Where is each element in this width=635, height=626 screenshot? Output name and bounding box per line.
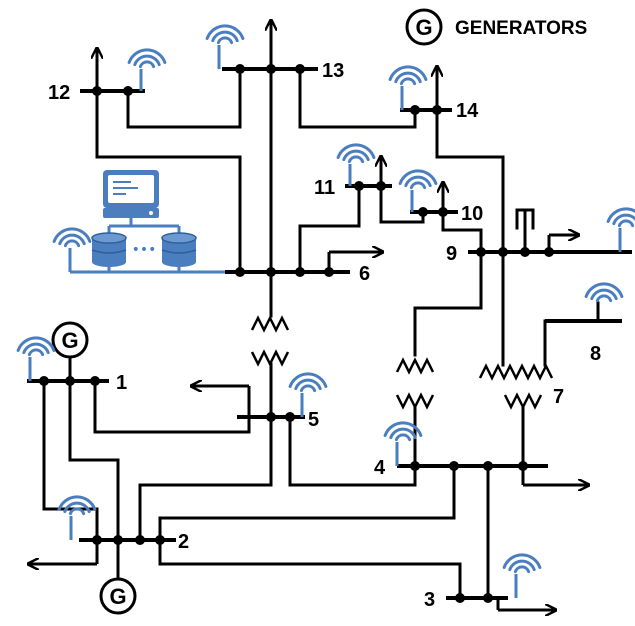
bus-2-label: 2 [178, 531, 189, 553]
bus-5-label: 5 [308, 409, 319, 431]
generator-icon [51, 321, 89, 359]
wireless-icon [336, 143, 376, 186]
bus-14-label: 14 [456, 100, 479, 122]
bus-7-label: 7 [553, 386, 564, 408]
wireless-icon [16, 336, 56, 381]
transformer-5-6-bottom-icon [250, 349, 290, 367]
bus-10-label: 10 [461, 203, 483, 225]
generator-symbol: G [109, 584, 126, 609]
bus-11-area: 11 [298, 156, 425, 274]
generator-symbol: G [61, 328, 78, 353]
wireless-icon [388, 65, 428, 110]
wireless-icon [205, 24, 245, 69]
generator-bus-1: G [51, 321, 89, 359]
bus-12-area: 12 [48, 48, 242, 274]
transformer-4-9 [395, 357, 435, 468]
transformer-7-4-icon [503, 392, 543, 410]
transformer-5-6 [250, 298, 290, 419]
transformer-4-9-top-icon [395, 357, 435, 375]
wireless-icon [127, 48, 167, 91]
wireless-icon [57, 495, 97, 540]
transformer-7-8-icon [478, 363, 554, 381]
bus-7-area: 7 [478, 363, 564, 468]
wireless-icons [16, 24, 635, 598]
wireless-icon [584, 282, 624, 303]
bus-3-label: 3 [424, 589, 435, 611]
database-icon [91, 232, 127, 267]
legend-generator-icon [405, 8, 443, 46]
bus-4-label: 4 [374, 457, 386, 479]
generator-icon [99, 577, 137, 615]
wireless-icon [383, 421, 423, 466]
shunt-capacitor-icon [515, 208, 535, 230]
server-ellipsis: ••• [132, 242, 157, 258]
server-cluster: ••• [68, 170, 225, 274]
bus-13-label: 13 [322, 60, 344, 82]
database-icon [161, 232, 197, 267]
transformer-5-6-top-icon [250, 315, 290, 333]
bus-11-label: 11 [314, 177, 335, 199]
legend-generator-symbol: G [415, 15, 432, 40]
transformer-4-9-bottom-icon [395, 392, 435, 410]
bus-10-area: 10 [410, 182, 483, 254]
bus-8-area: 8 [543, 301, 622, 367]
bus-14-area: 14 [400, 66, 505, 367]
bus-2-area: 2 [28, 531, 189, 580]
bus-13-area: 13 [222, 20, 417, 302]
generator-bus-2: G [99, 577, 137, 615]
wireless-icon [288, 372, 328, 417]
bus-9-label: 9 [446, 243, 457, 265]
bus-1-area: 1 [27, 356, 127, 542]
bus-6-label: 6 [359, 263, 370, 285]
bus-4-area: 4 [158, 457, 589, 600]
bus-6-area: 6 [225, 252, 383, 285]
bus-1-label: 1 [116, 372, 127, 394]
bus-8-label: 8 [590, 343, 601, 365]
wireless-icon [606, 207, 635, 252]
bus-9-area: 9 [413, 208, 632, 357]
wireless-icon [502, 553, 542, 598]
wireless-icon [398, 169, 438, 212]
bus-5-area: 5 [93, 379, 417, 542]
bus-12-label: 12 [48, 82, 70, 104]
legend-label: GENERATORS [455, 18, 587, 39]
bus-3-area: 3 [158, 538, 556, 611]
wireless-icon [52, 227, 92, 248]
legend: G GENERATORS [405, 8, 587, 46]
